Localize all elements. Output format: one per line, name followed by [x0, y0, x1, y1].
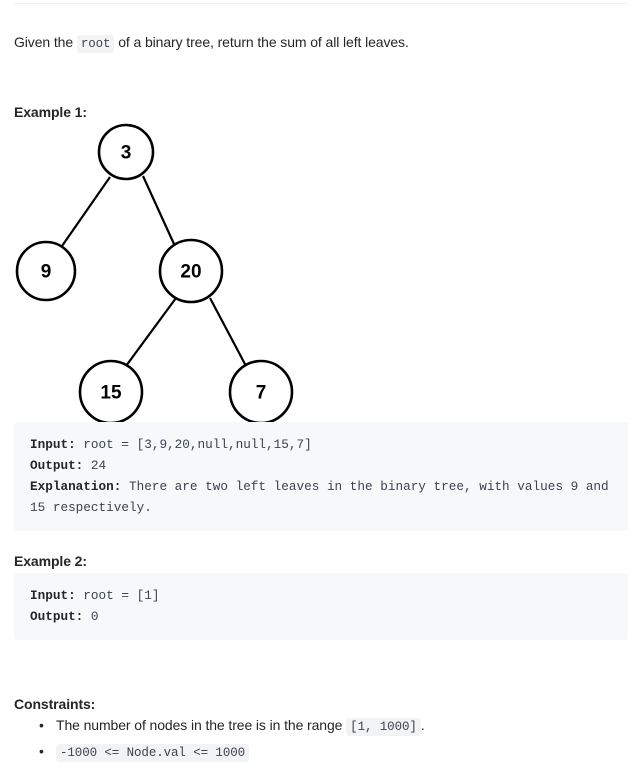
tree-edge-root-9 — [61, 176, 111, 247]
problem-statement-suffix: of a binary tree, return the sum of all … — [114, 34, 409, 50]
tree-node-9-circle — [15, 240, 77, 302]
tree-node-7-label: 7 — [256, 383, 267, 404]
constraint-item: The number of nodes in the tree is in th… — [39, 713, 642, 739]
tree-edge-20-15 — [125, 297, 177, 367]
tree-edge-20-7 — [209, 297, 247, 367]
problem-statement: Given the root of a binary tree, return … — [14, 32, 628, 55]
example-2-output-label: Output: — [30, 609, 84, 624]
tree-node-15-label: 15 — [100, 383, 122, 404]
example-1-explanation-value: There are two left leaves in the binary … — [30, 479, 617, 515]
example-1-output-value: 24 — [83, 458, 107, 473]
binary-tree-diagram: 3 9 20 15 7 — [0, 110, 330, 425]
heading-example-1: Example 1: — [14, 104, 87, 120]
constraint-text-prefix: The number of nodes in the tree is in th… — [56, 717, 347, 733]
inline-code-root: root — [76, 35, 115, 53]
example-2-output-value: 0 — [83, 609, 99, 624]
inline-code-node-range: [1, 1000] — [346, 718, 421, 736]
constraint-item: -1000 <= Node.val <= 1000 — [39, 739, 642, 765]
heading-constraints: Constraints: — [14, 696, 96, 712]
tree-edge-root-20 — [141, 175, 176, 245]
inline-code-node-val: -1000 <= Node.val <= 1000 — [56, 744, 250, 762]
example-1-input-value: root = [3,9,20,null,null,15,7] — [75, 437, 312, 452]
example-1-explanation-label: Explanation: — [30, 479, 122, 494]
constraints-list: The number of nodes in the tree is in th… — [14, 713, 642, 765]
example-2-code-block: Input: root = [1] Output: 0 — [14, 573, 628, 640]
tree-svg: 3 9 20 15 7 — [15, 123, 294, 425]
heading-example-2: Example 2: — [14, 553, 87, 569]
example-1-input-label: Input: — [30, 437, 76, 452]
top-divider — [14, 3, 628, 4]
problem-statement-prefix: Given the — [14, 34, 77, 50]
tree-node-3-label: 3 — [121, 143, 132, 164]
tree-node-20-circle — [158, 238, 224, 304]
constraint-text-suffix: . — [420, 717, 425, 733]
example-2-input-value: root = [1] — [75, 588, 160, 603]
example-1-output-label: Output: — [30, 458, 84, 473]
tree-node-20-label: 20 — [180, 262, 201, 283]
tree-node-9-label: 9 — [41, 262, 52, 283]
tree-node-3-circle — [97, 123, 155, 181]
example-2-input-label: Input: — [30, 588, 76, 603]
example-1-code-block: Input: root = [3,9,20,null,null,15,7] Ou… — [14, 422, 628, 531]
